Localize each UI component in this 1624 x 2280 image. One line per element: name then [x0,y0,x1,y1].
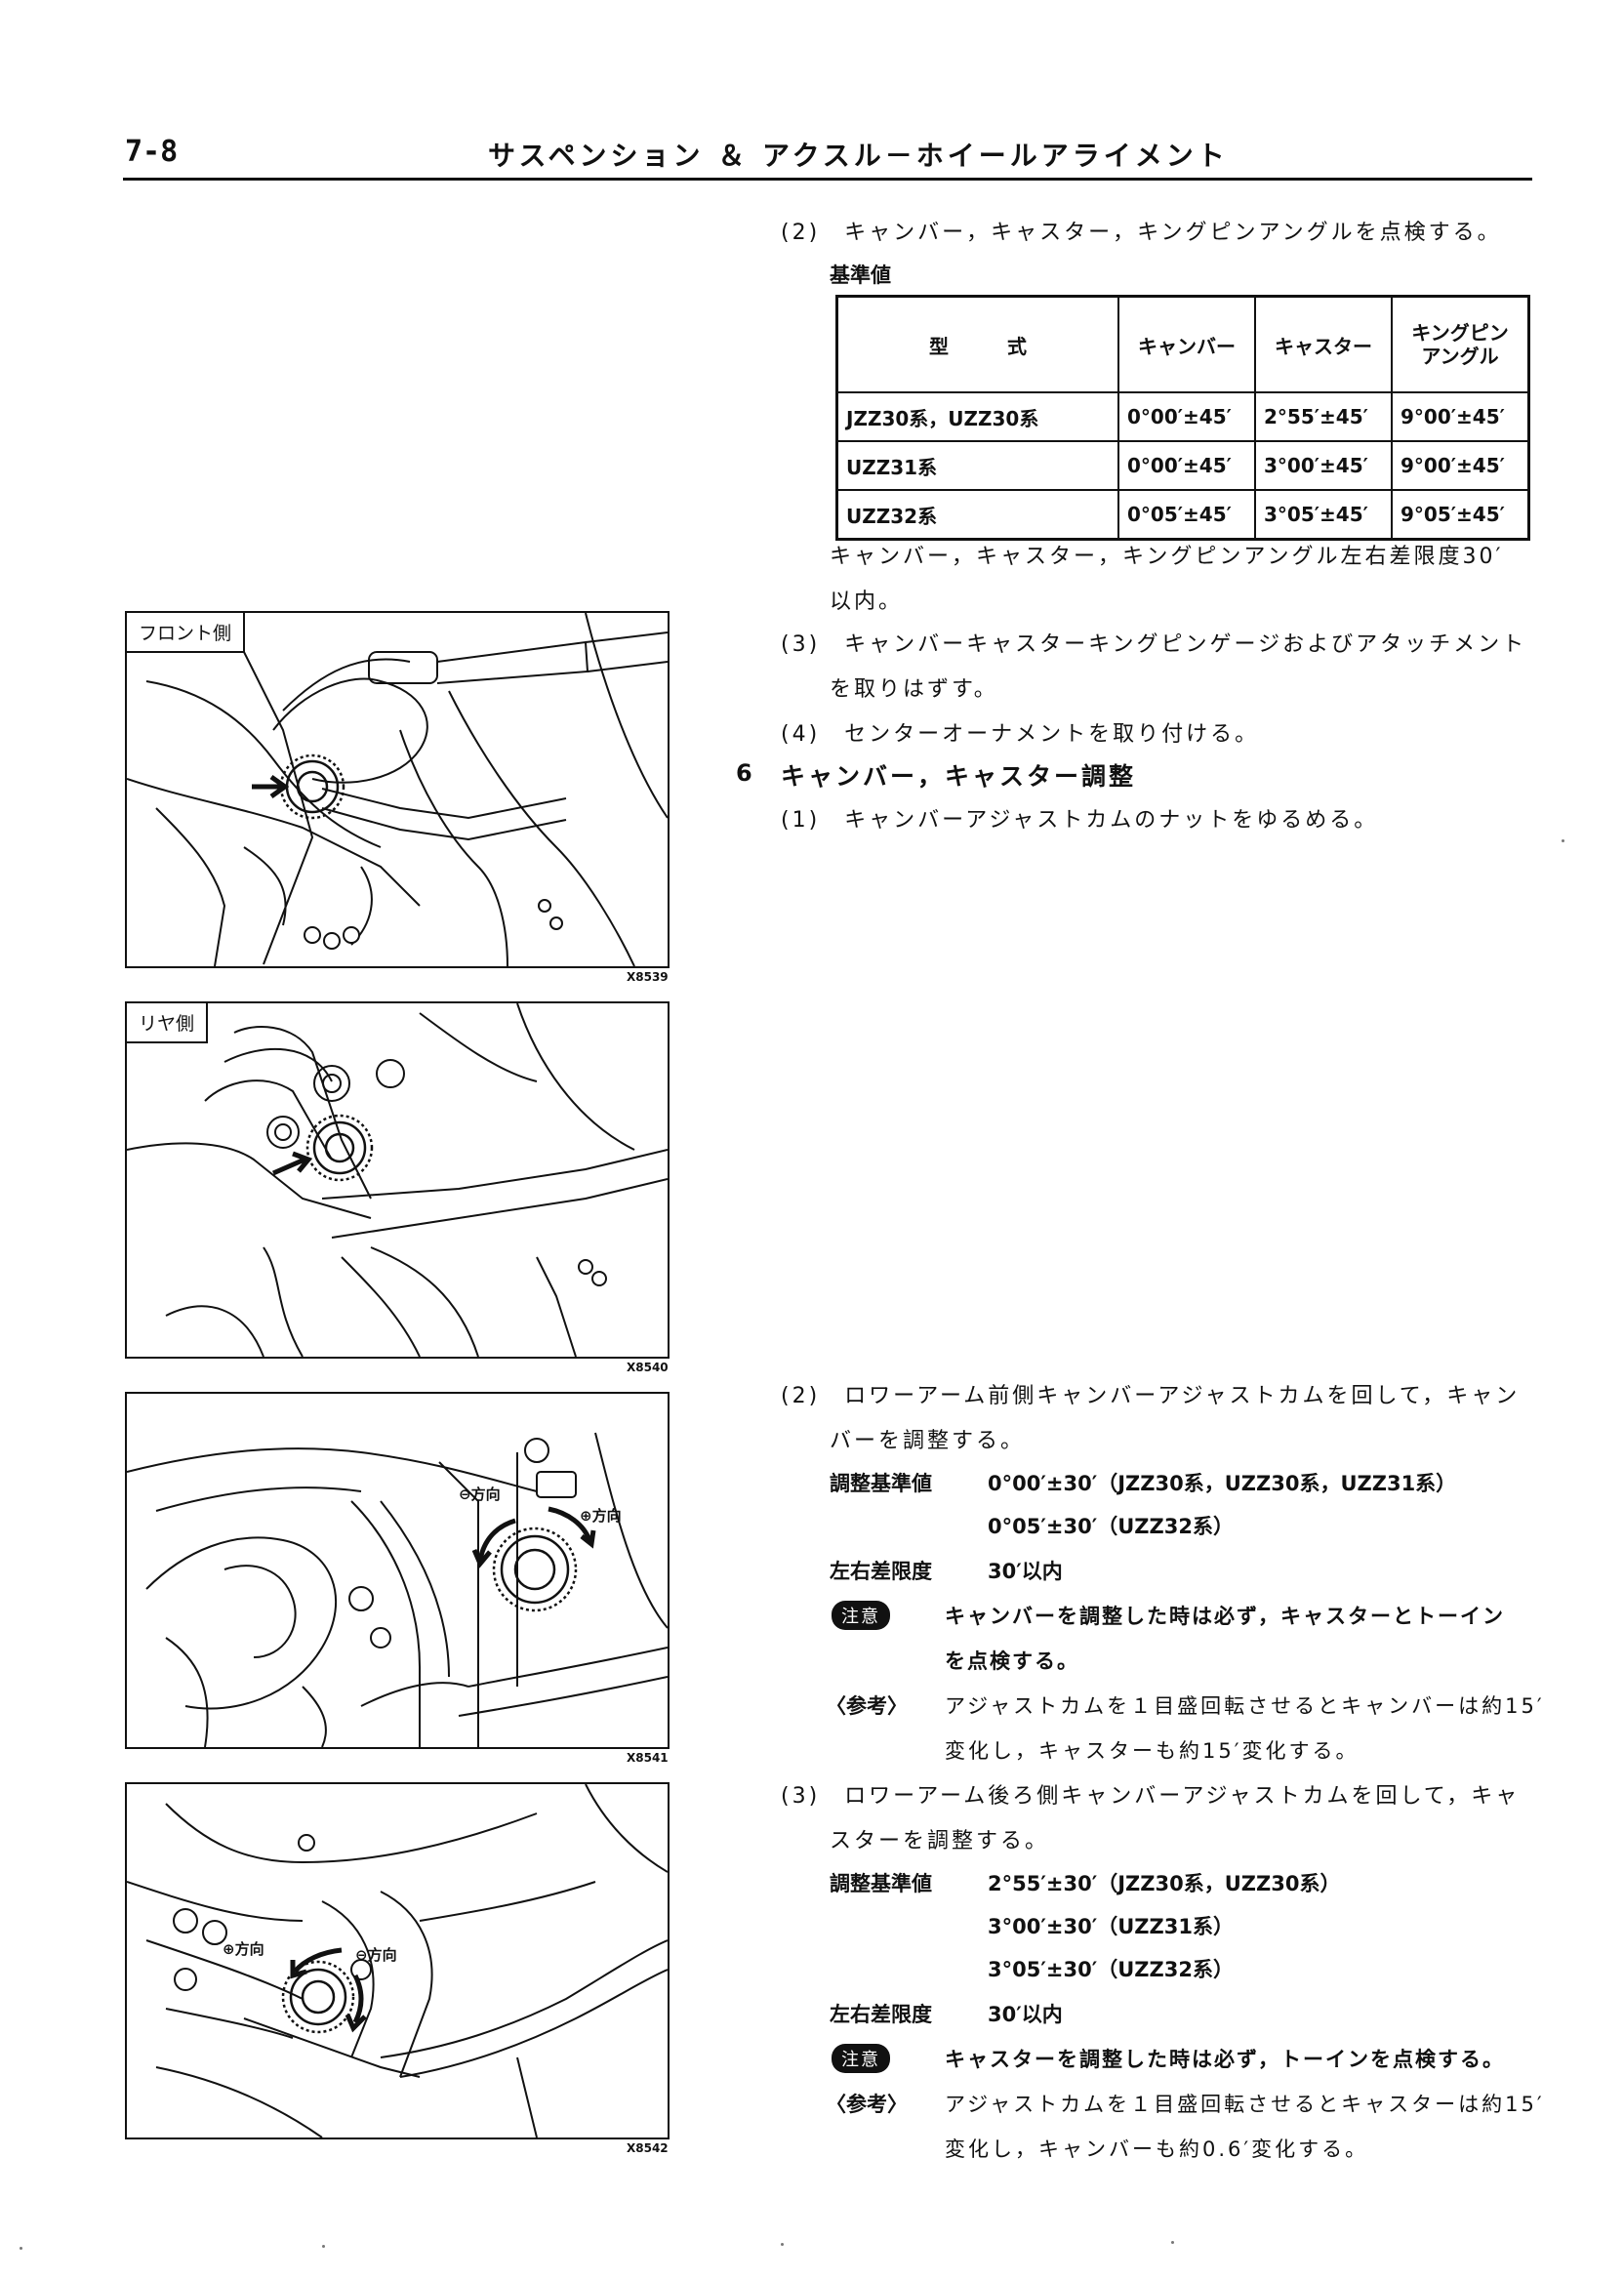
table-header-row: 型 式 キャンバー キャスター キングピン アングル [835,295,1530,393]
caster-adjust-line1: (3) ロワーアーム後ろ側キャンバーアジャストカムを回して，キャ [781,1784,1521,1809]
caster-std-value2: 3°00′±30′（UZZ31系） [988,1915,1234,1938]
figure-front-label: フロント側 [127,613,246,653]
caster-cam-illustration [127,1784,668,2138]
caster-ref-line1: アジャストカムを１目盛回転させるとキャスターは約15′ [945,2093,1545,2116]
section6-title: キャンバー，キャスター調整 [781,762,1137,791]
cell-kingpin: 9°05′±45′ [1391,489,1530,541]
camber-std-value1: 0°00′±30′（JZZ30系，UZZ30系，UZZ31系） [988,1472,1457,1495]
caster-std-value3: 3°05′±30′（UZZ32系） [988,1958,1234,1981]
camber-ref-line1: アジャストカムを１目盛回転させるとキャンバーは約15′ [945,1694,1545,1718]
camber-adjust-line2: バーを調整する。 [830,1429,1026,1453]
caster-limit-value: 30′以内 [988,2003,1063,2026]
step4-text: (4) センターオーナメントを取り付ける。 [781,722,1260,747]
spec-table-wrap: 型 式 キャンバー キャスター キングピン アングル JZZ30系，UZZ30系… [835,295,1530,541]
cell-camber: 0°00′±45′ [1117,440,1256,491]
page-title: サスペンション ＆ アクスル－ホイールアライメント [488,140,1229,172]
table-row: JZZ30系，UZZ30系 0°00′±45′ 2°55′±45′ 9°00′±… [835,391,1530,442]
caster-std-label: 調整基準値 [830,1872,932,1895]
cell-camber: 0°05′±45′ [1117,489,1256,541]
step3-line2: を取りはずす。 [830,677,998,702]
step3-line1: (3) キャンバーキャスターキングピンゲージおよびアタッチメント [781,632,1527,657]
header-camber: キャンバー [1117,295,1256,393]
scan-speck [1562,839,1564,842]
minus-direction-label: ⊖方向 [459,1486,501,1503]
caster-adjust-line2: スターを調整する。 [830,1829,1050,1853]
figure-rear-label: リヤ側 [127,1003,209,1043]
header-model: 型 式 [835,295,1119,393]
caster-limit-label: 左右差限度 [830,2003,932,2026]
cell-caster: 2°55′±45′ [1254,391,1393,442]
caster-ref-line2: 変化し，キャンバーも約0.6′変化する。 [945,2138,1369,2161]
camber-adjust-line1: (2) ロワーアーム前側キャンバーアジャストカムを回して，キャン [781,1384,1521,1408]
figure-front-side: フロント側 [125,611,670,968]
camber-ref-line2: 変化し，キャスターも約15′変化する。 [945,1739,1360,1763]
figure-caster-cam: ⊕方向 ⊖方向 [125,1782,670,2139]
diff-limit-note-cont: 以内。 [830,590,904,614]
plus-direction-label: ⊕方向 [223,1940,264,1958]
plus-direction-label: ⊕方向 [580,1507,622,1525]
page-number: 7-8 [125,135,179,169]
caution-badge: 注意 [832,2044,890,2073]
header-kingpin-line2: アングル [1421,345,1499,368]
camber-caution-line1: キャンバーを調整した時は必ず，キャスターとトーイン [945,1605,1505,1628]
spec-table: 型 式 キャンバー キャスター キングピン アングル JZZ30系，UZZ30系… [835,295,1530,541]
section6-number: 6 [736,759,752,787]
table-row: UZZ31系 0°00′±45′ 3°00′±45′ 9°00′±45′ [835,440,1530,491]
camber-caution-badge: 注意 [832,1601,890,1630]
header-kingpin: キングピン アングル [1391,295,1530,393]
camber-ref-label: 〈参考〉 [826,1694,908,1718]
caster-std-value1: 2°55′±30′（JZZ30系，UZZ30系） [988,1872,1341,1895]
figure-rear-code: X8540 [627,1361,669,1374]
figure-rear-side: リヤ側 [125,1001,670,1359]
scan-speck [322,2245,325,2248]
camber-std-label: 調整基準値 [830,1472,932,1495]
rear-suspension-illustration [127,1003,668,1357]
figure-camber-cam: ⊖方向 ⊕方向 [125,1392,670,1749]
cell-kingpin: 9°00′±45′ [1391,391,1530,442]
cell-caster: 3°05′±45′ [1254,489,1393,541]
camber-limit-value: 30′以内 [988,1560,1063,1583]
cell-camber: 0°00′±45′ [1117,391,1256,442]
cell-model: JZZ30系，UZZ30系 [835,391,1119,442]
camber-std-value2: 0°05′±30′（UZZ32系） [988,1515,1234,1538]
diff-limit-note: キャンバー，キャスター，キングピンアングル左右差限度30′ [830,545,1504,569]
table-row: UZZ32系 0°05′±45′ 3°05′±45′ 9°05′±45′ [835,489,1530,541]
caster-caution-badge: 注意 [832,2044,890,2073]
header-rule [123,178,1532,181]
standard-value-label: 基準値 [830,264,891,287]
section6-step1: (1) キャンバーアジャストカムのナットをゆるめる。 [781,808,1379,833]
caster-caution-text: キャスターを調整した時は必ず，トーインを点検する。 [945,2048,1505,2071]
caution-badge: 注意 [832,1601,890,1630]
minus-direction-label: ⊖方向 [355,1946,397,1964]
scan-speck [1171,2241,1174,2244]
cell-kingpin: 9°00′±45′ [1391,440,1530,491]
figure-camber-code: X8541 [627,1751,669,1765]
cell-caster: 3°00′±45′ [1254,440,1393,491]
scan-speck [781,2243,784,2246]
camber-caution-line2: を点検する。 [945,1649,1079,1673]
header-caster: キャスター [1254,295,1393,393]
scan-speck [20,2247,22,2250]
cell-model: UZZ31系 [835,440,1119,491]
figure-front-code: X8539 [627,970,669,984]
step2-heading: (2) キャンバー，キャスター，キングピンアングルを点検する。 [781,221,1502,245]
caster-ref-label: 〈参考〉 [826,2093,908,2116]
figure-caster-code: X8542 [627,2141,669,2155]
front-suspension-illustration [127,613,668,966]
header-kingpin-line1: キングピン [1411,321,1509,345]
camber-cam-illustration [127,1432,668,1747]
camber-limit-label: 左右差限度 [830,1560,932,1583]
cell-model: UZZ32系 [835,489,1119,541]
